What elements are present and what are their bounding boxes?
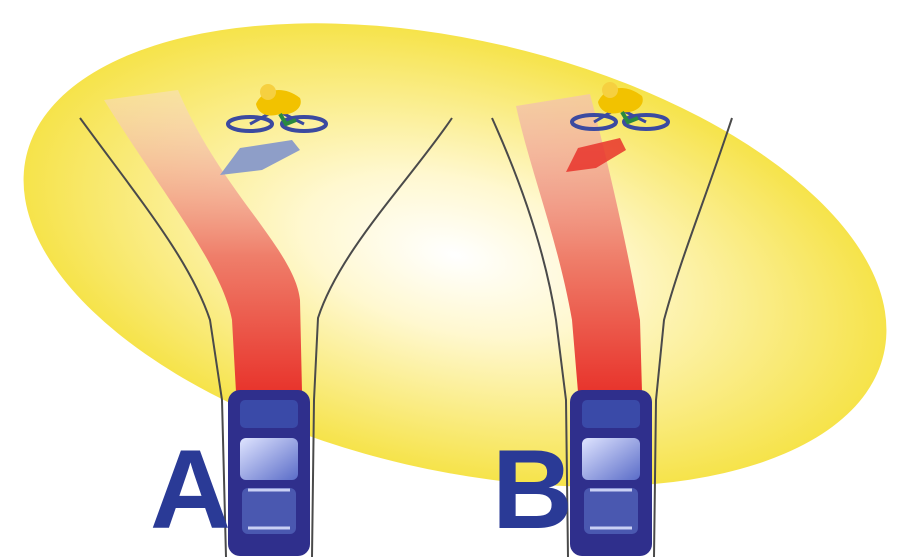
scene-a: A: [79, 84, 453, 557]
road-edge-left-a: [79, 117, 227, 557]
headlight-beam-b: [516, 94, 642, 392]
road-edge-left-b: [491, 117, 569, 557]
cyclist-lit-shadow-b: [566, 138, 626, 172]
car-b: [570, 390, 652, 556]
car-a: [228, 390, 310, 556]
cyclist-shadow-a: [220, 140, 300, 175]
cyclist-a: [220, 84, 328, 175]
road-edge-right-b: [653, 117, 733, 557]
scene-b: B: [491, 82, 733, 557]
headlight-beam-a: [104, 90, 302, 392]
cyclist-b: [570, 82, 670, 131]
road-edge-right-a: [311, 117, 453, 557]
scene-label-b: B: [492, 427, 573, 552]
scene-label-a: A: [150, 427, 231, 552]
